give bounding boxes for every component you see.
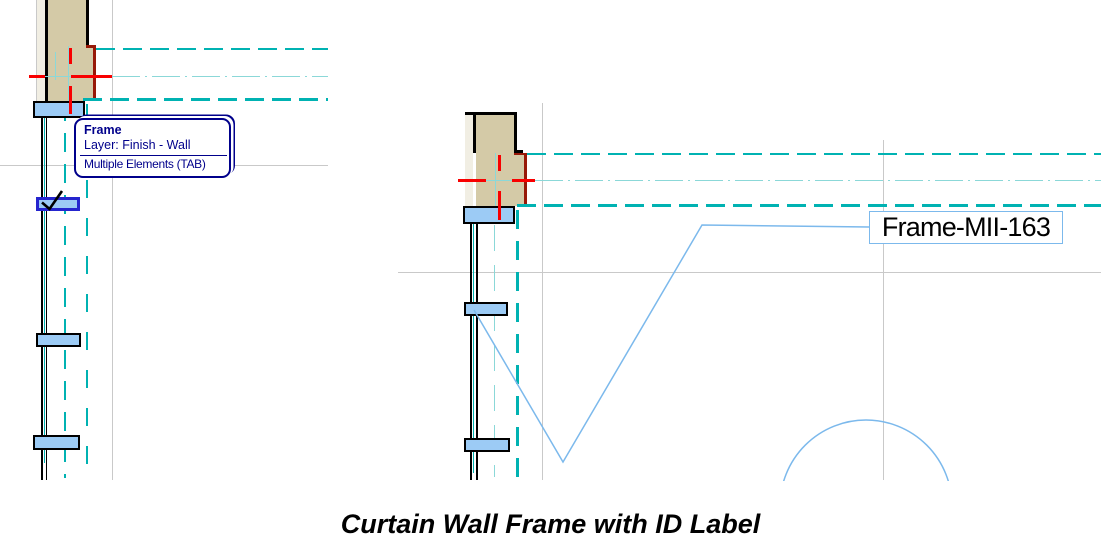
guide-line-dashed-vertical [515,210,519,478]
wall-edge-red [93,48,96,101]
label-leader-line [473,224,870,464]
crosshair-mark [458,179,486,182]
center-axis-vertical [67,46,69,102]
frame-profile-line[interactable] [41,118,43,480]
guide-line-dashed-vertical [64,102,66,478]
crosshair-mark [71,75,112,78]
frame-profile-line[interactable] [45,118,47,480]
guide-line-dashed [517,203,1101,207]
element-id-label[interactable]: Frame-MII-163 [869,211,1063,244]
grid-line-vertical [36,0,37,102]
crosshair-mark [512,179,535,182]
wall-edge [86,0,89,46]
frame-mullion-highlighted[interactable] [36,196,80,211]
crosshair-mark [498,155,501,171]
guide-line-dashed [83,98,328,101]
grid-line-vertical [883,140,884,480]
guide-line-dashed-vertical [86,104,88,473]
wall-section[interactable] [476,115,514,153]
frame-center-line [43,103,45,463]
frame-center-line [473,207,474,473]
frame-profile-line[interactable] [469,223,472,480]
crosshair-mark [68,48,72,64]
element-info-tooltip: Frame Layer: Finish - Wall Multiple Elem… [74,118,231,178]
frame-mullion[interactable] [35,333,81,347]
center-axis-dashdot [112,75,328,77]
tooltip-hint: Multiple Elements (TAB) [84,157,206,171]
wall-edge [45,0,48,101]
wall-finish-layer[interactable] [465,115,473,206]
frame-mullion[interactable] [464,438,510,452]
figure-caption: Curtain Wall Frame with ID Label [340,509,761,539]
center-axis-vertical [494,153,496,206]
frame-mullion[interactable] [33,101,85,118]
center-axis-line [486,179,512,181]
grid-line-vertical [111,0,113,480]
center-axis-vertical [54,52,56,80]
wall-edge [514,112,517,152]
wall-edge [473,115,476,153]
frame-mullion[interactable] [464,301,508,316]
wall-step-edge [86,45,96,48]
crosshair-mark [29,75,45,78]
center-axis-dashdot [535,179,1101,181]
tooltip-element-type: Frame [84,123,122,137]
frame-mullion[interactable] [463,206,515,224]
wall-step-edge-red [514,152,527,155]
wall-step-edge [514,150,523,153]
wall-edge [465,112,517,115]
frame-mullion[interactable] [33,435,80,450]
crosshair-mark [498,191,501,220]
tooltip-layer: Layer: Finish - Wall [84,138,191,152]
wall-finish-layer[interactable] [37,0,45,101]
grid-line-vertical [542,103,543,480]
wall-section[interactable] [48,0,86,47]
crosshair-mark [68,86,72,114]
tooltip-divider [80,155,227,156]
arc-element[interactable] [780,419,952,481]
guide-line-dashed [96,48,328,50]
guide-line-dashed [527,153,1101,155]
grid-line-horizontal [398,271,1101,273]
